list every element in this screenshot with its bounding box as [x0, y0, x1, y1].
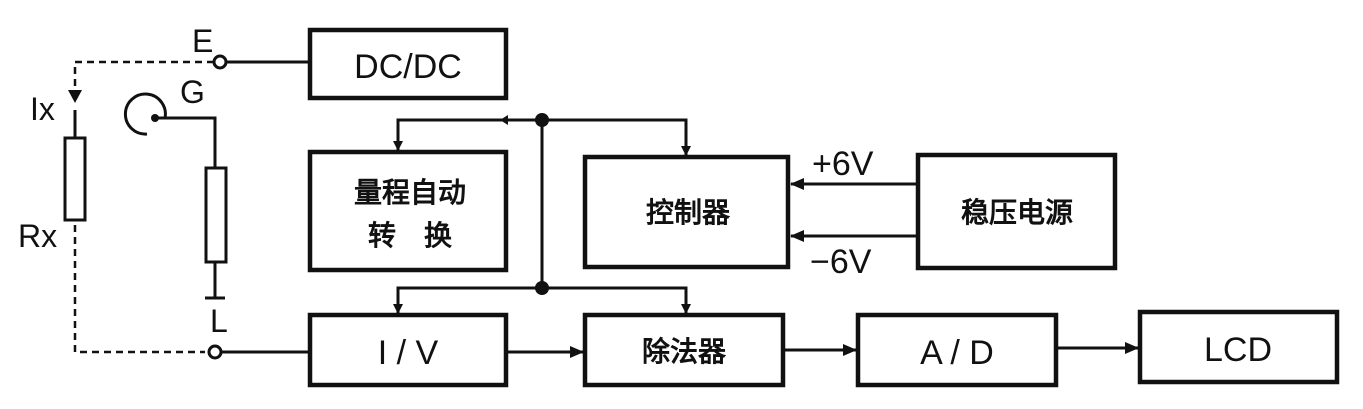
lcd-block	[1137, 309, 1340, 385]
rx-resistor	[63, 136, 87, 222]
bus-to-controller	[542, 118, 691, 156]
current-arrow	[68, 90, 82, 103]
guard-resistor	[204, 166, 228, 264]
controller-label: 控制器	[646, 196, 731, 229]
lcd-label: LCD	[1204, 331, 1272, 369]
guard-wire	[155, 116, 217, 168]
measurement-loop-bottom	[73, 225, 205, 354]
terminal-g-label: G	[180, 74, 205, 110]
bus-feed-arrow	[500, 115, 508, 125]
measurement-loop-top	[73, 60, 214, 96]
plus6v-label: +6V	[812, 145, 874, 183]
ad-block	[855, 312, 1059, 388]
range-switch-label-2: 转 换	[368, 219, 453, 252]
iv-label: I / V	[378, 334, 439, 372]
ad-label: A / D	[920, 334, 994, 372]
divider-block	[582, 312, 786, 388]
bus-to-range-switch	[393, 118, 542, 151]
range-switch-block	[307, 149, 509, 273]
bus-to-iv	[393, 286, 542, 314]
dcdc-block	[307, 27, 509, 101]
terminal-l	[207, 344, 223, 360]
divider-label: 除法器	[642, 335, 727, 368]
power-supply-block	[915, 152, 1118, 271]
minus6v-label: −6V	[810, 243, 872, 281]
guard-ring	[123, 92, 167, 136]
dcdc-label: DC/DC	[354, 48, 462, 86]
power-supply-label: 稳压电源	[961, 196, 1073, 229]
terminal-e-label: E	[192, 23, 213, 59]
terminal-l-label: L	[210, 303, 228, 339]
controller-block	[582, 154, 791, 270]
range-switch-label-1: 量程自动	[354, 176, 466, 209]
bus-to-divider	[542, 286, 691, 314]
terminal-e	[212, 54, 228, 70]
ix-label: Ix	[30, 91, 55, 127]
rx-label: Rx	[18, 218, 57, 254]
iv-block	[307, 312, 509, 388]
